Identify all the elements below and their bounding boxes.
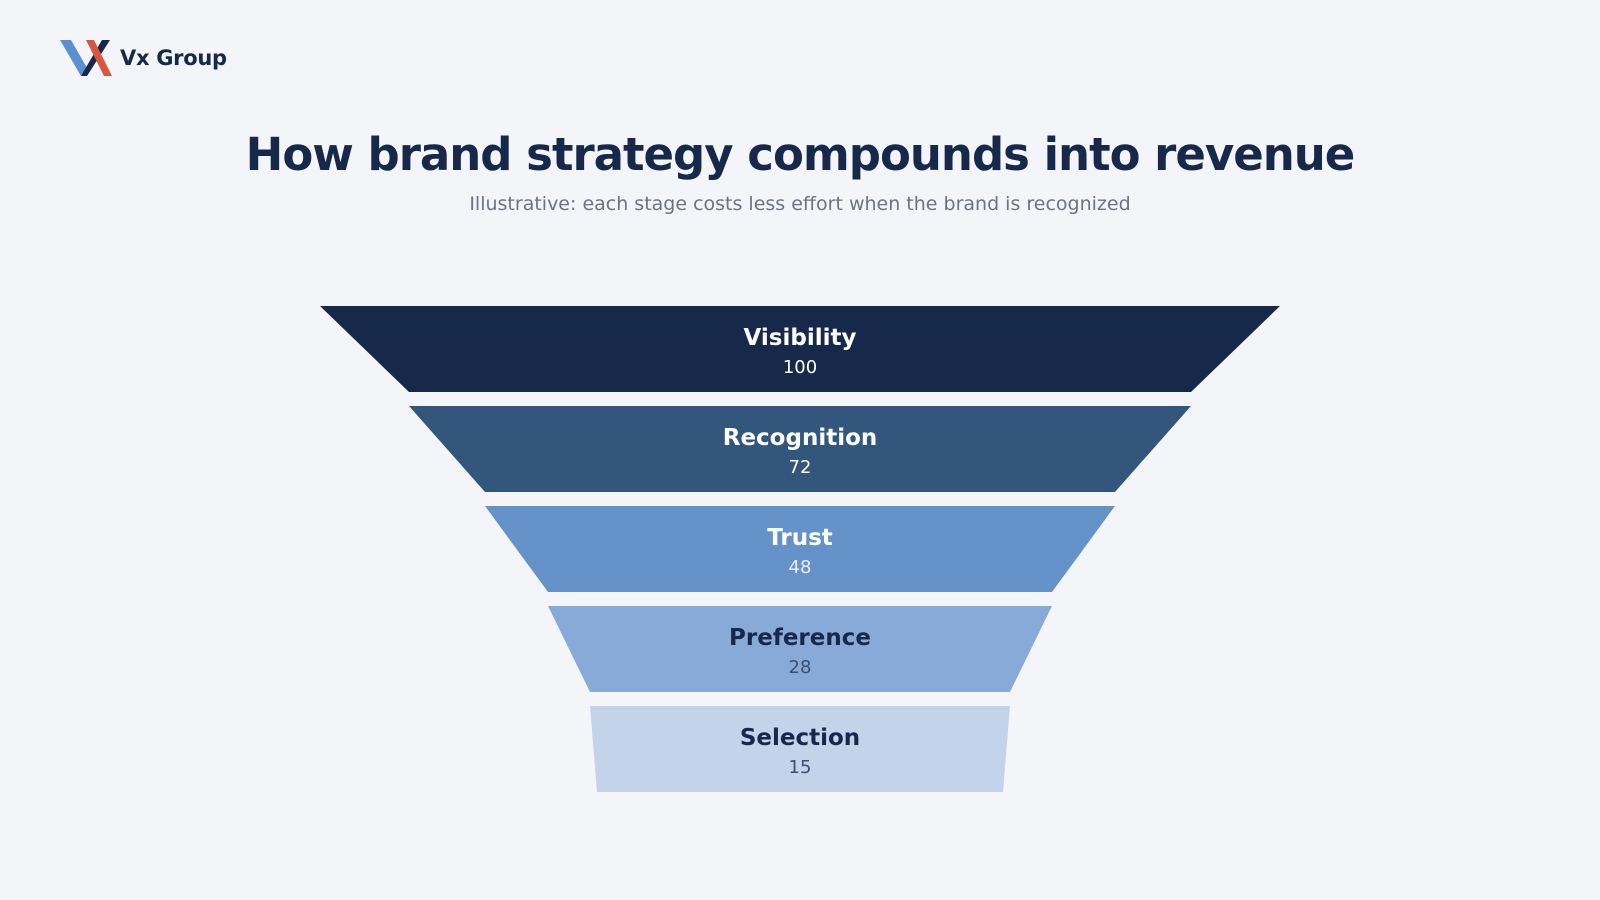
brand-logo: Vx Group [60, 38, 227, 78]
chart-title: How brand strategy compounds into revenu… [245, 128, 1356, 181]
funnel-stage-value: 28 [789, 657, 812, 678]
brand-name: Vx Group [120, 46, 227, 70]
funnel-stage-trust [485, 506, 1115, 592]
chart-subtitle: Illustrative: each stage costs less effo… [469, 193, 1131, 215]
funnel-stage-value: 100 [783, 357, 817, 378]
funnel-stage-label: Preference [729, 625, 871, 651]
funnel-stage-recognition [409, 406, 1191, 492]
funnel-stage-label: Selection [740, 725, 860, 751]
funnel-stage-value: 72 [789, 457, 812, 478]
funnel-stage-label: Visibility [744, 325, 857, 351]
funnel-stage-selection [590, 706, 1010, 792]
vx-logo-icon [60, 40, 112, 76]
funnel-stage-value: 48 [789, 557, 812, 578]
funnel-stage-value: 15 [789, 757, 812, 778]
funnel-stage-label: Recognition [723, 425, 878, 451]
funnel-stage-preference [548, 606, 1052, 692]
funnel-stage-visibility [320, 306, 1280, 392]
funnel-stage-label: Trust [767, 525, 833, 551]
